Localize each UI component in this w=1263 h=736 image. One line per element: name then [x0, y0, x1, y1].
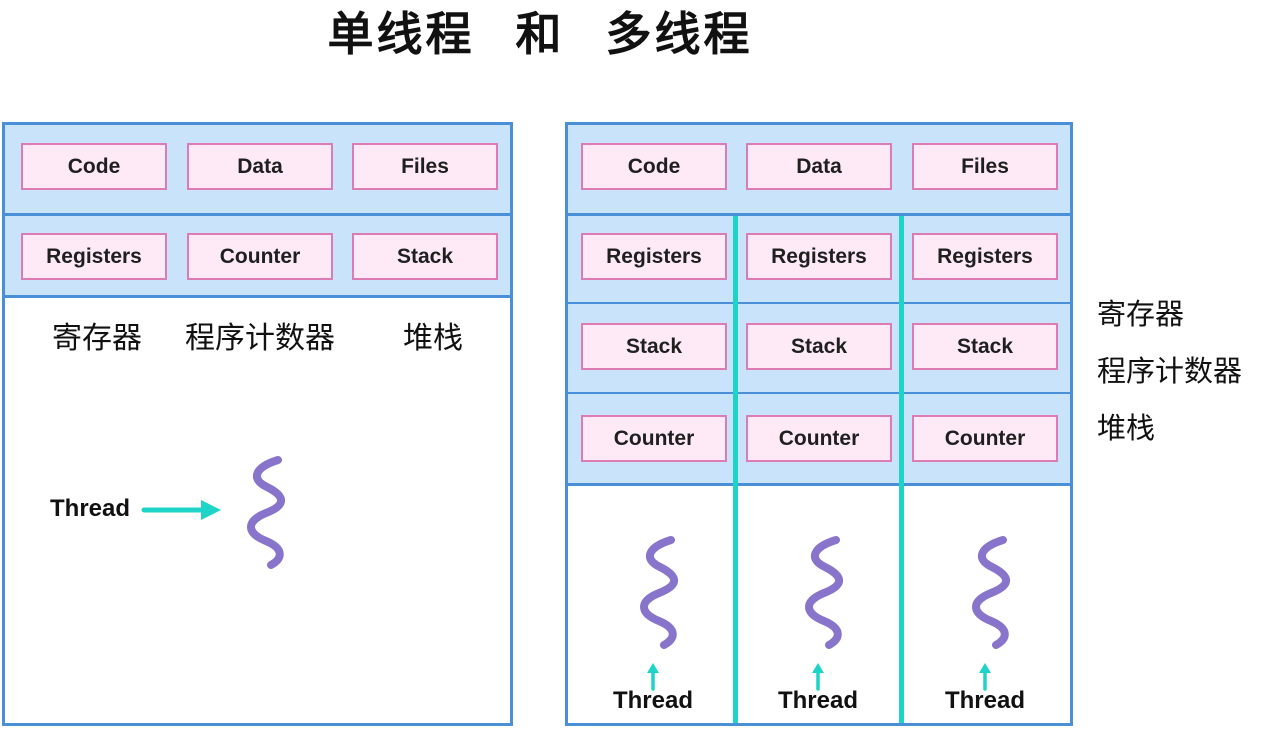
arrow-up-icon: [812, 663, 824, 691]
right-row-divider-1: [568, 302, 1070, 304]
left-annotation-registers: 寄存器: [52, 322, 142, 355]
single-thread-process-box: Code Data Files Registers Counter Stack …: [2, 122, 513, 726]
thread-squiggle-icon: [640, 536, 678, 649]
thread-squiggle-icon: [247, 456, 285, 569]
left-cell-code: Code: [21, 143, 167, 190]
right-cell-counter-1: Counter: [581, 415, 727, 462]
right-cell-stack-3: Stack: [912, 323, 1058, 370]
right-cell-counter-2: Counter: [746, 415, 892, 462]
multi-thread-process-box: Code Data Files Registers Registers Regi…: [565, 122, 1073, 726]
side-annotation: 寄存器 程序计数器 堆栈: [1097, 287, 1242, 458]
right-cell-code: Code: [581, 143, 727, 190]
arrow-right-icon: [141, 500, 221, 520]
left-cell-registers: Registers: [21, 233, 167, 280]
thread-squiggle-icon: [805, 536, 843, 649]
page-title: 单线程 和 多线程: [327, 7, 753, 61]
thread-column-divider-1: [733, 216, 738, 723]
left-cell-stack: Stack: [352, 233, 498, 280]
arrow-up-icon: [647, 663, 659, 691]
right-row-divider-2: [568, 392, 1070, 394]
left-cell-data: Data: [187, 143, 333, 190]
arrow-up-icon: [979, 663, 991, 691]
right-thread-label-2: Thread: [777, 687, 858, 714]
left-annotation-stack: 堆栈: [403, 322, 463, 355]
left-thread-label: Thread: [50, 495, 131, 522]
side-annotation-counter: 程序计数器: [1097, 356, 1243, 388]
right-thread-label-3: Thread: [944, 687, 1025, 714]
left-annotation-counter: 程序计数器: [185, 322, 335, 355]
right-cell-registers-3: Registers: [912, 233, 1058, 280]
side-annotation-registers: 寄存器: [1097, 299, 1185, 331]
right-cell-registers-1: Registers: [581, 233, 727, 280]
left-cell-files: Files: [352, 143, 498, 190]
side-annotation-stack: 堆栈: [1097, 413, 1156, 445]
right-cell-files: Files: [912, 143, 1058, 190]
right-cell-data: Data: [746, 143, 892, 190]
thread-squiggle-icon: [972, 536, 1010, 649]
right-cell-counter-3: Counter: [912, 415, 1058, 462]
right-cell-stack-1: Stack: [581, 323, 727, 370]
right-cell-stack-2: Stack: [746, 323, 892, 370]
right-cell-registers-2: Registers: [746, 233, 892, 280]
left-cell-counter: Counter: [187, 233, 333, 280]
right-thread-label-1: Thread: [612, 687, 693, 714]
thread-column-divider-2: [899, 216, 904, 723]
